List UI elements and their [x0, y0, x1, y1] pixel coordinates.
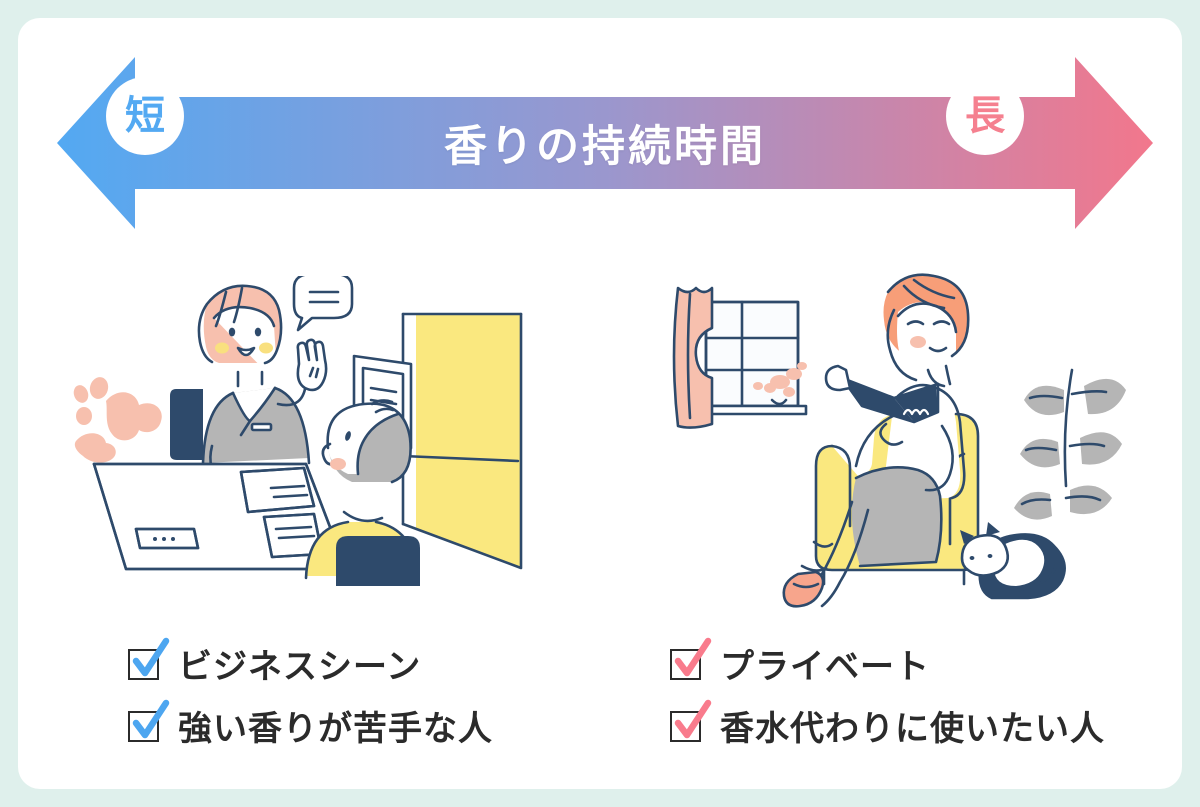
list-item-label: プライベート — [720, 647, 930, 686]
list-item[interactable]: プライベート — [670, 632, 1105, 694]
checkbox-checked-icon[interactable] — [670, 699, 712, 742]
badge-short-duration: 短 — [106, 77, 184, 155]
checkbox-checked-icon[interactable] — [128, 699, 170, 742]
list-item[interactable]: 香水代わりに使いたい人 — [670, 694, 1105, 756]
business-meeting-illustration — [66, 276, 566, 606]
checklist-long-duration: プライベート 香水代わりに使いたい人 — [670, 632, 1105, 756]
list-item[interactable]: 強い香りが苦手な人 — [128, 694, 493, 756]
list-item[interactable]: ビジネスシーン — [128, 632, 493, 694]
checklist-short-duration: ビジネスシーン 強い香りが苦手な人 — [128, 632, 493, 756]
badge-long-duration: 長 — [946, 77, 1024, 155]
badge-long-label: 長 — [965, 94, 1005, 138]
badge-short-label: 短 — [125, 94, 165, 138]
arrow-shape — [57, 57, 1153, 229]
relaxing-at-home-illustration — [646, 266, 1136, 616]
scent-cloud-icon — [73, 377, 162, 463]
list-item-label: 強い香りが苦手な人 — [178, 709, 493, 748]
checkbox-checked-icon[interactable] — [670, 637, 712, 680]
content-card: 香りの持続時間 短 長 — [18, 18, 1182, 789]
list-item-label: 香水代わりに使いたい人 — [720, 709, 1105, 748]
checkbox-checked-icon[interactable] — [128, 637, 170, 680]
list-item-label: ビジネスシーン — [178, 647, 422, 686]
